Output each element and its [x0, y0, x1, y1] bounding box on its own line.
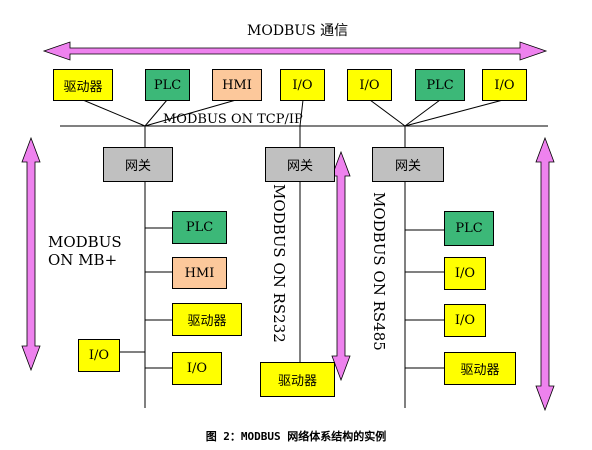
top-double-arrow [42, 41, 548, 61]
link-line [144, 99, 168, 127]
link-line [404, 99, 441, 127]
gateway-mb-plus: 网关 [103, 147, 173, 182]
middle-vertical-arrow [331, 150, 351, 382]
figure-caption: 图 2：MODBUS 网络体系结构的实例 [205, 430, 387, 443]
mb-plus-device-io: I/O [172, 352, 222, 385]
top-device-drive: 驱动器 [53, 69, 113, 101]
mb-plus-label-line2: ON MB+ [48, 251, 118, 269]
mb-plus-device-hmi: HMI [172, 257, 227, 289]
tcp-network-label: MODBUS ON TCP/IP [163, 112, 303, 127]
left-vertical-arrow [21, 136, 41, 372]
top-device-hmi: HMI [212, 69, 262, 101]
mb-plus-device-io: I/O [78, 339, 120, 372]
link-line [404, 99, 504, 127]
link-line [82, 99, 146, 127]
top-device-io: I/O [482, 69, 527, 101]
top-device-io: I/O [280, 69, 325, 101]
link-line [144, 99, 237, 127]
mb-plus-label-line1: MODBUS [48, 233, 122, 251]
mb-plus-device-drive: 驱动器 [172, 303, 242, 336]
rs485-device-plc: PLC [444, 211, 494, 246]
link-line [299, 99, 304, 127]
rs485-device-drive: 驱动器 [444, 352, 516, 385]
link-line [369, 99, 406, 127]
rs232-vertical-label: MODBUS ON RS232 [270, 184, 288, 343]
mb-plus-device-plc: PLC [172, 211, 227, 244]
top-device-plc: PLC [415, 69, 465, 101]
right-vertical-arrow [535, 136, 555, 412]
top-device-plc: PLC [145, 69, 190, 101]
rs485-device-io: I/O [444, 257, 486, 290]
rs485-device-io: I/O [444, 304, 486, 337]
gateway-rs232: 网关 [265, 147, 335, 182]
top-network-label: MODBUS 通信 [247, 23, 349, 39]
gateway-rs485: 网关 [372, 147, 444, 182]
top-device-io: I/O [347, 69, 392, 101]
rs485-vertical-label: MODBUS ON RS485 [370, 192, 388, 351]
rs232-device-drive: 驱动器 [260, 362, 335, 397]
